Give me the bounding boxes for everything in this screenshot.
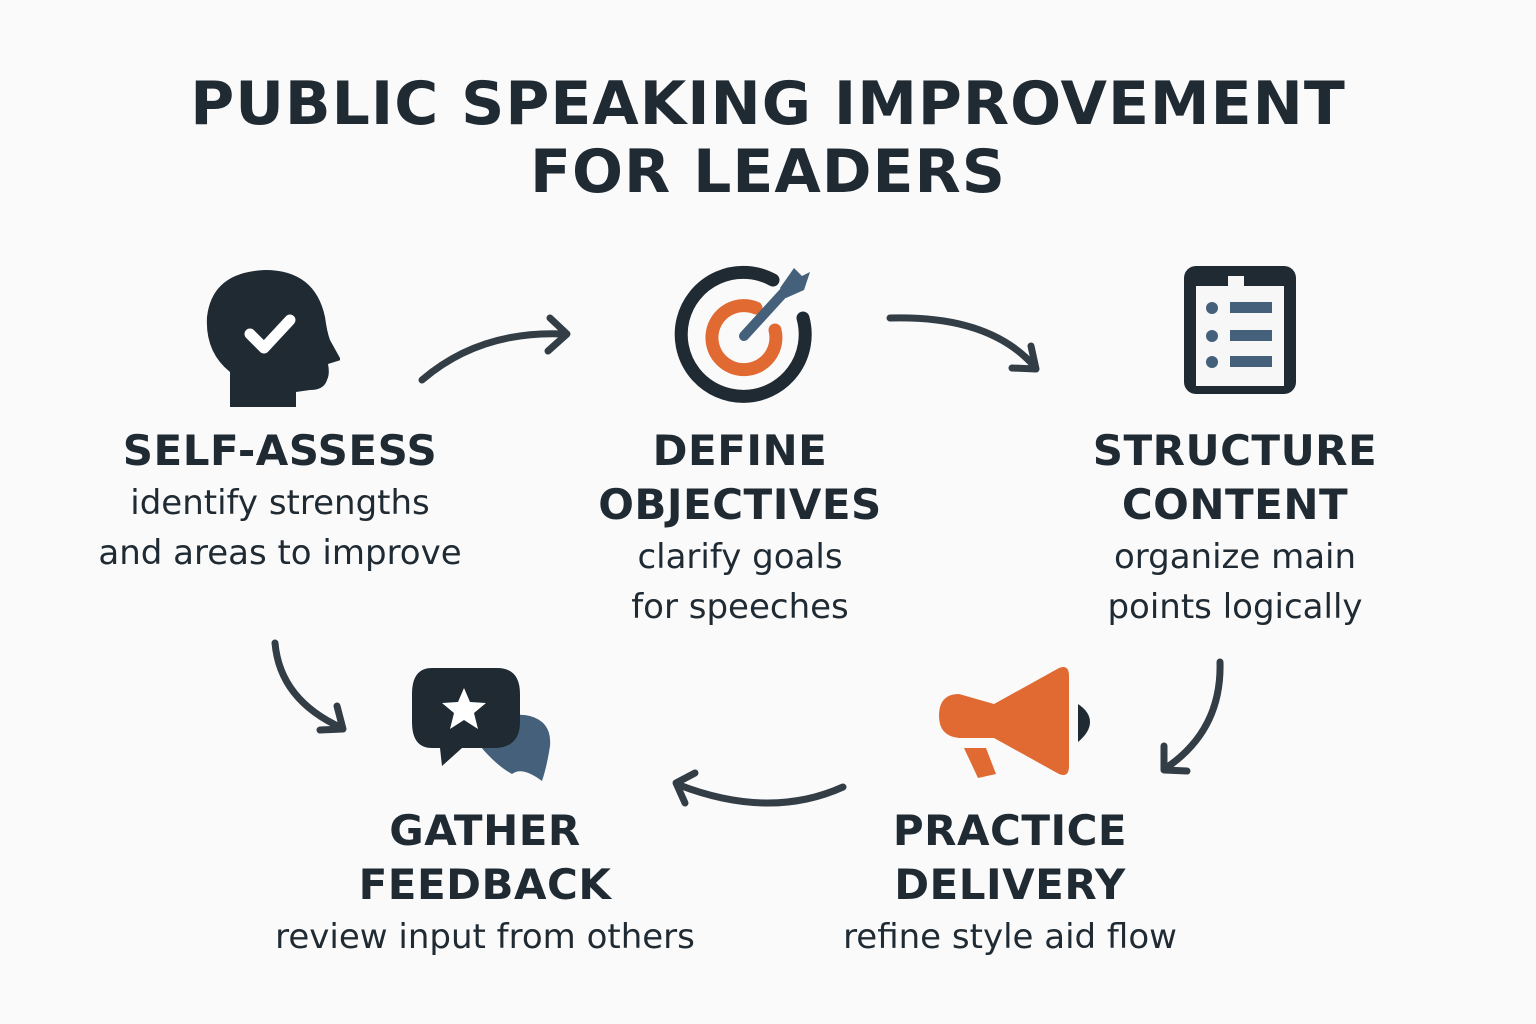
step-heading: CONTENT <box>1121 480 1349 529</box>
arrow-structure-to-practice <box>1162 658 1224 772</box>
step-practice-delivery: PRACTICE DELIVERY refine style aid flow <box>820 804 1200 962</box>
step-description: for speeches <box>631 587 849 627</box>
title-line-2: FOR LEADERS <box>530 137 1006 207</box>
step-description: review input from others <box>275 917 695 957</box>
step-description: organize main <box>1113 537 1357 577</box>
arrow-define-to-structure <box>886 314 1039 371</box>
step-description: and areas to improve <box>98 533 462 573</box>
arrow-self-assess-to-define <box>418 330 569 384</box>
step-description: clarify goals <box>637 537 843 577</box>
step-heading: FEEDBACK <box>358 860 612 909</box>
step-heading: OBJECTIVES <box>598 480 882 529</box>
megaphone-icon <box>939 667 1090 778</box>
step-self-assess: SELF-ASSESS identify strengths and areas… <box>80 424 480 578</box>
arrow-practice-to-gather <box>675 781 847 807</box>
step-heading: SELF-ASSESS <box>122 426 438 475</box>
step-heading: DELIVERY <box>894 860 1126 909</box>
clipboard-list-icon <box>1184 266 1296 394</box>
step-description: identify strengths <box>130 483 430 523</box>
title-line-1: PUBLIC SPEAKING IMPROVEMENT <box>190 69 1346 139</box>
target-dart-icon <box>674 265 812 403</box>
step-define-objectives: DEFINE OBJECTIVES clarify goals for spee… <box>560 424 920 632</box>
step-heading: PRACTICE <box>892 806 1128 855</box>
step-heading: STRUCTURE <box>1092 426 1378 475</box>
step-structure-content: STRUCTURE CONTENT organize main points l… <box>1060 424 1410 632</box>
step-description: refine style aid flow <box>843 917 1177 957</box>
arrow-self-assess-to-gather <box>271 639 346 732</box>
step-heading: DEFINE <box>652 426 828 475</box>
chat-star-icon <box>412 668 551 781</box>
step-gather-feedback: GATHER FEEDBACK review input from others <box>270 804 700 962</box>
step-description: points logically <box>1107 587 1363 627</box>
step-heading: GATHER <box>389 806 581 855</box>
page-title: PUBLIC SPEAKING IMPROVEMENT FOR LEADERS <box>0 70 1536 206</box>
head-check-icon <box>206 270 340 407</box>
